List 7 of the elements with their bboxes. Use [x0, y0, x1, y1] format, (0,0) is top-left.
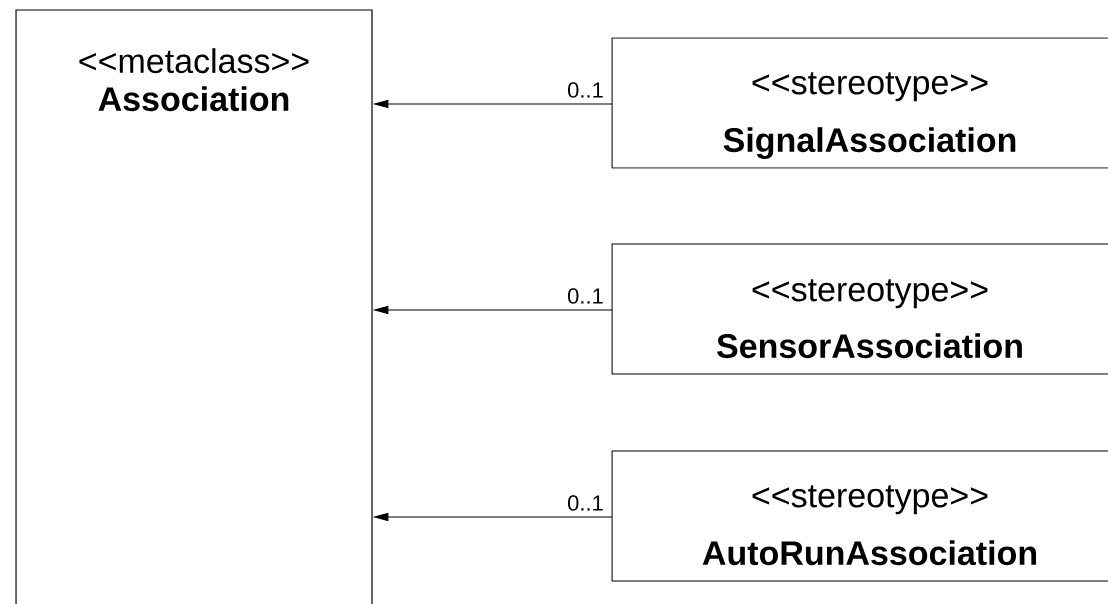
stereotype-box: <<stereotype>> SensorAssociation [611, 243, 1108, 375]
multiplicity-label: 0..1 [567, 82, 603, 98]
stereotype-box: <<stereotype>> AutoRunAssociation [611, 450, 1108, 582]
stereotype-box: <<stereotype>> SignalAssociation [611, 37, 1108, 169]
multiplicity-label: 0..1 [567, 495, 603, 511]
metaclass-box: <<metaclass>> Association [15, 9, 373, 604]
multiplicity-label: 0..1 [567, 288, 603, 304]
